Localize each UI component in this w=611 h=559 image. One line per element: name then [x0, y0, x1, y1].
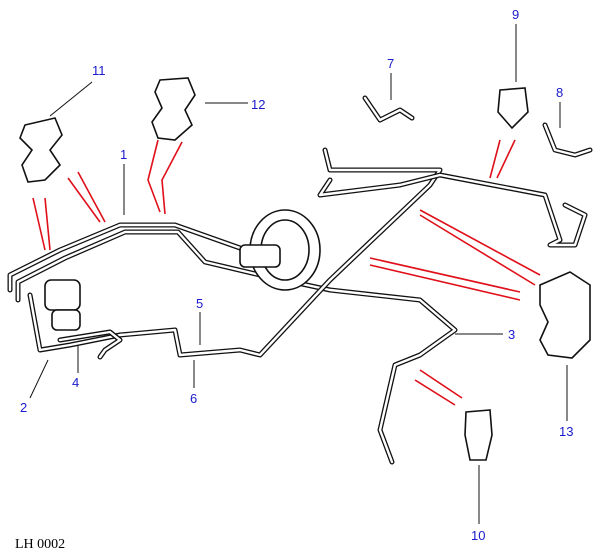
callout-11: 11 [92, 63, 106, 78]
pipe-clip-10 [464, 409, 493, 461]
callout-2: 2 [20, 400, 28, 415]
leader-lines [29, 24, 568, 524]
red-pointer-lines [32, 139, 541, 406]
callout-1: 1 [120, 147, 128, 162]
pipe-clip-13 [539, 271, 591, 359]
callout-10: 10 [471, 528, 486, 543]
pressure-valve [44, 279, 81, 331]
callout-6: 6 [190, 391, 198, 406]
pipe-clip-11 [19, 117, 63, 183]
callout-9: 9 [512, 7, 520, 22]
callout-4: 4 [72, 375, 80, 390]
callout-5: 5 [196, 296, 204, 311]
diagram-reference: LH 0002 [15, 537, 66, 552]
master-cylinder-servo [239, 209, 321, 291]
pipe-clip-9 [497, 87, 529, 130]
callout-7: 7 [387, 56, 395, 71]
pipe-clip-12 [151, 77, 196, 141]
callout-13: 13 [559, 424, 574, 439]
callout-12: 12 [251, 97, 266, 112]
callout-3: 3 [508, 327, 516, 342]
callout-8: 8 [556, 85, 564, 100]
